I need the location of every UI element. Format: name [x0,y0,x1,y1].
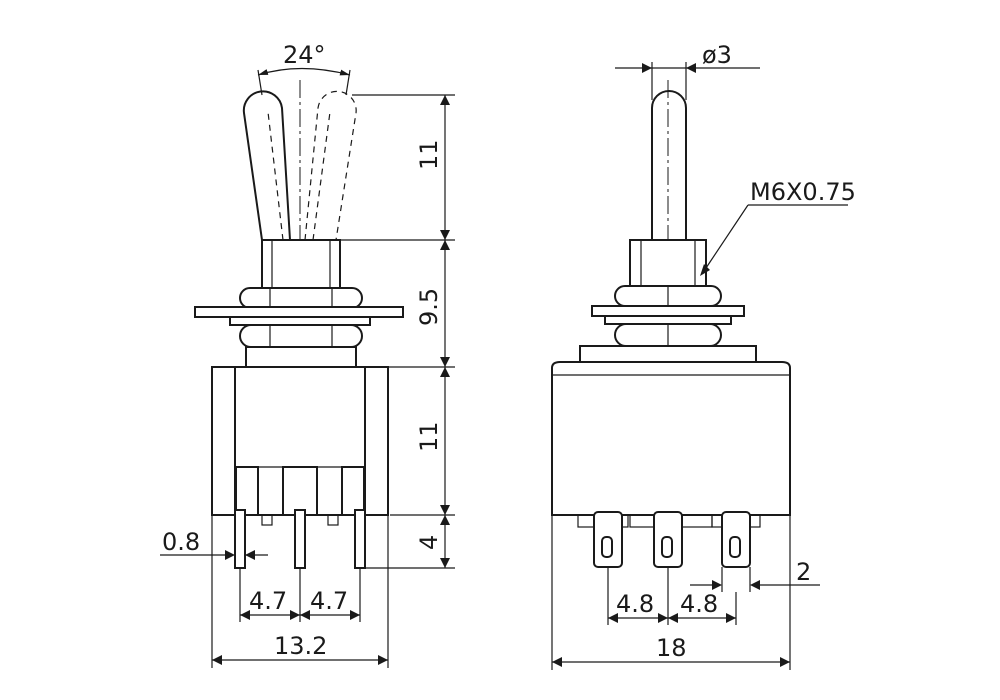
width-front-label: 18 [656,634,687,662]
front-view-body [551,361,791,516]
front-view-washer [591,305,745,317]
side-view-lower-nut [239,324,363,348]
lever-diameter-label: ø3 [702,41,732,69]
pitch-right-b-label: 4.8 [680,590,718,618]
side-view-bushing-lower [245,346,357,368]
lever-height-label: 11 [415,139,443,170]
side-view: 24° 11 9.5 11 4 0.8 4. [160,41,455,668]
thread-label: M6X0.75 [750,178,856,206]
side-view-upper-nut [239,287,363,309]
width-side-label: 13.2 [274,632,327,660]
side-view-lever [242,90,291,241]
front-view-terminals [593,511,751,568]
front-view-washer-2 [604,315,732,325]
front-view-upper-nut [614,285,722,307]
terminal-length-label: 4 [415,535,443,550]
front-view-lever [651,90,687,240]
pitch-right-a-label: 4.8 [616,590,654,618]
side-view-body [211,366,389,516]
side-view-bushing [261,239,341,291]
side-view-washer [194,306,404,318]
angle-label: 24° [283,41,326,69]
body-height-label: 11 [415,421,443,452]
terminal-width-label: 2 [796,558,811,586]
side-view-washer-2 [229,316,371,326]
terminal-thickness-label: 0.8 [162,528,200,556]
bushing-height-label: 9.5 [415,288,443,326]
front-view-lower-nut [614,323,722,347]
pitch-left-a-label: 4.7 [249,587,287,615]
front-view: ø3 M6X0.75 2 4.8 4.8 18 [551,41,856,670]
pitch-left-b-label: 4.7 [310,587,348,615]
side-view-lever-alt [304,90,357,241]
